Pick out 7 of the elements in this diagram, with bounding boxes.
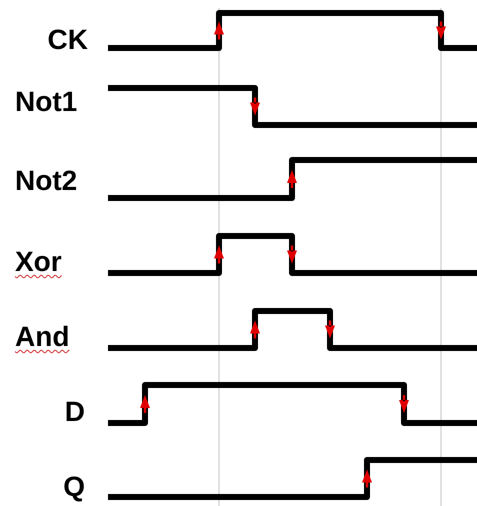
- signal-name: Xor: [15, 246, 62, 278]
- signal-name: Q: [63, 471, 85, 503]
- signal-name: CK: [48, 24, 88, 56]
- signal-name: Not1: [15, 86, 78, 118]
- signal-name: And: [15, 321, 70, 353]
- signal-name: D: [64, 396, 85, 428]
- signal-name: Not2: [15, 165, 78, 197]
